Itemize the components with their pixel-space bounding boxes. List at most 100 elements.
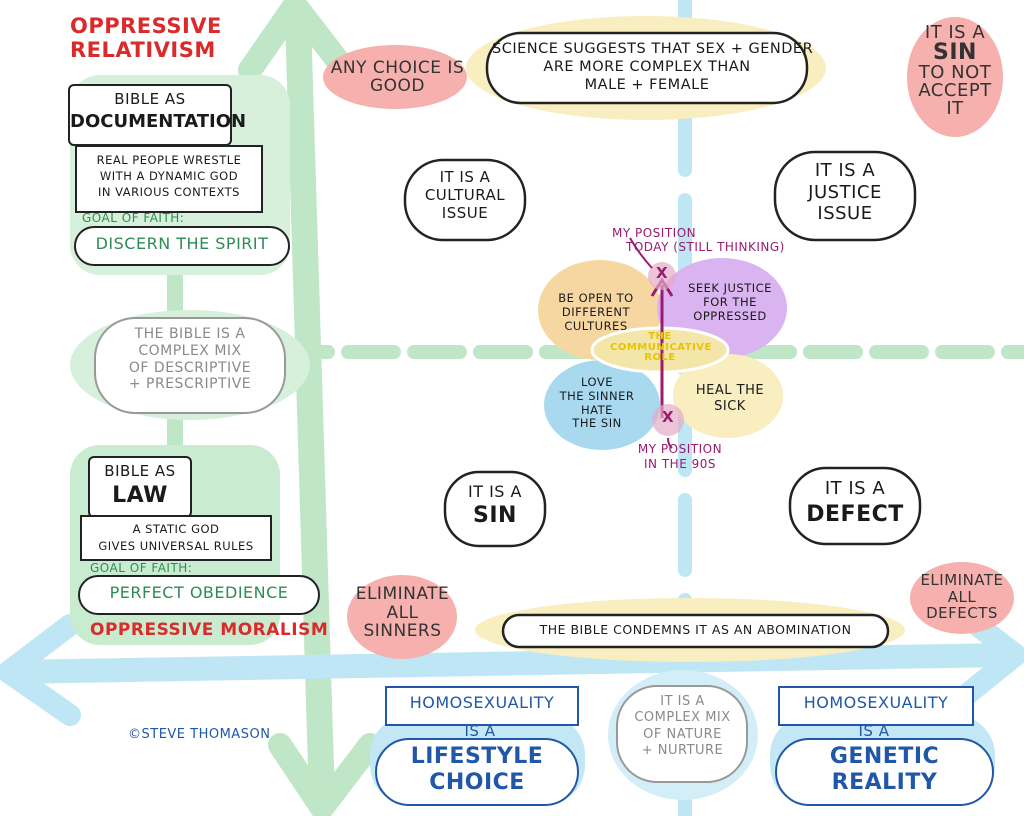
blue-arrow-left-head	[0, 614, 81, 726]
left-mid-cloud	[94, 317, 286, 414]
law-body: A STATIC GOD GIVES UNIVERSAL RULES	[82, 521, 270, 554]
genetic-heading-line: IS A	[858, 722, 890, 740]
quadrant-line: ISSUE	[817, 203, 873, 225]
quadrant-line: DEFECT	[806, 501, 904, 527]
grey-line: OF NATURE	[643, 726, 722, 742]
eliminate-all-sinners: ELIMINATE ALL SINNERS	[345, 585, 460, 641]
cultural-issue-label: IT IS A CULTURAL ISSUE	[408, 168, 522, 222]
purple-line: MY POSITION	[637, 442, 723, 456]
grey-line: + PRESCRIPTIVE	[128, 376, 252, 393]
grey-line: COMPLEX MIX	[138, 342, 242, 359]
nineties-position-label: MY POSITION IN THE 90s	[625, 442, 735, 472]
be-open-label: BE OPEN TO DIFFERENT CULTURES	[546, 291, 646, 333]
grey-line: COMPLEX MIX	[634, 710, 731, 726]
center-line: THE SIN	[572, 416, 622, 431]
title-line: RELATIVISM	[70, 38, 216, 63]
quadrant-line: IT IS A	[824, 478, 886, 499]
corner-line: ALL	[947, 587, 977, 606]
role-line: COMMUNICATIVE	[610, 341, 712, 353]
role-line: THE	[648, 331, 672, 342]
justice-cloud	[773, 150, 917, 242]
nineties-leader-line	[667, 437, 673, 449]
body-line: A STATIC GOD	[132, 522, 220, 536]
oppressive-moralism-title: OPPRESSIVE MORALISM	[90, 620, 329, 640]
science-pill	[485, 31, 809, 105]
corner-line: ALL	[386, 602, 419, 623]
corner-line: ELIMINATE	[920, 571, 1004, 589]
center-role-halo	[590, 326, 730, 374]
corner-line: SINNERS	[363, 621, 442, 642]
corner-line: DEFECTS	[926, 604, 998, 622]
center-line: SICK	[714, 398, 746, 414]
quadrant-line: SIN	[473, 503, 517, 528]
green-arrow-shaft	[285, 7, 335, 813]
corner-line: TO NOT	[918, 62, 992, 83]
any-choice-is-good: ANY CHOICE IS GOOD	[330, 59, 465, 96]
law-body-box: A STATIC GOD GIVES UNIVERSAL RULES	[80, 515, 272, 561]
center-line: HATE	[581, 402, 613, 417]
today-position-label: MY POSITION TODAY (STILL THINKING)	[612, 226, 785, 255]
cloud-line: CHOICE	[429, 770, 525, 796]
today-position-dot	[648, 262, 676, 290]
purple-line: MY POSITION	[612, 226, 697, 240]
center-yellow-blob	[673, 354, 783, 438]
grey-line: THE BIBLE IS A	[134, 326, 246, 342]
green-arrow-bottom-head	[268, 733, 382, 816]
bottom-left-red-blob	[347, 575, 457, 659]
genetic-reality-text: GENETIC REALITY	[777, 744, 992, 797]
defect-label: IT IS A DEFECT	[793, 478, 917, 528]
documentation-heading-line: BIBLE AS	[114, 90, 186, 108]
corner-line: IT	[946, 98, 964, 119]
seek-justice-label: SEEK JUSTICE FOR THE OPPRESSED	[680, 281, 780, 323]
nature-nurture-text: IT IS A COMPLEX MIX OF NATURE + NURTURE	[620, 694, 745, 759]
sin-to-not-accept: IT IS A SIN TO NOT ACCEPT IT	[910, 24, 1000, 118]
center-line: OPPRESSED	[693, 308, 767, 323]
law-goal: PERFECT OBEDIENCE	[109, 583, 289, 602]
corner-line: IT IS A	[924, 22, 986, 43]
lifestyle-heading-line: IS A	[464, 722, 496, 740]
grey-line: OF DESCRIPTIVE	[128, 359, 252, 376]
center-line: FOR THE	[703, 294, 757, 309]
law-heading-line: LAW	[112, 483, 168, 508]
center-line: SEEK JUSTICE	[688, 281, 772, 295]
quadrant-line: JUSTICE	[808, 181, 882, 203]
center-line: DIFFERENT	[561, 304, 631, 319]
top-right-red-blob	[907, 17, 1003, 137]
sin-label: IT IS A SIN	[448, 482, 542, 530]
law-goal-cloud: PERFECT OBEDIENCE	[78, 575, 320, 615]
green-arrow-top-head	[238, 0, 357, 82]
sin-cloud	[443, 470, 547, 548]
corner-line: SIN	[933, 40, 977, 65]
body-line: GIVES UNIVERSAL RULES	[98, 538, 254, 553]
body-line: WITH A DYNAMIC GOD	[99, 169, 239, 184]
top-left-red-blob	[323, 45, 467, 109]
documentation-goal-label: GOAL OF FAITH:	[82, 211, 185, 225]
communicative-role-label: THE COMMUNICATIVE ROLE	[610, 331, 712, 364]
oppressive-relativism-title: OPPRESSIVE RELATIVISM	[70, 14, 222, 62]
axis-line: SCIENCE SUGGESTS THAT SEX + GENDER	[492, 41, 814, 57]
documentation-body-box: REAL PEOPLE WRESTLE WITH A DYNAMIC GOD I…	[75, 145, 263, 213]
science-suggests-text: SCIENCE SUGGESTS THAT SEX + GENDER ARE M…	[492, 40, 814, 94]
quadrant-line: IT IS A	[439, 168, 491, 186]
genetic-heading-box: HOMOSEXUALITY	[778, 686, 974, 726]
documentation-heading-box: BIBLE AS DOCUMENTATION	[68, 84, 246, 146]
purple-line: IN THE 90s	[644, 457, 716, 471]
center-line: CULTURES	[564, 318, 628, 333]
lifestyle-cloud: LIFESTYLE CHOICE	[375, 738, 579, 806]
heal-sick-label: HEAL THE SICK	[690, 383, 770, 414]
defect-cloud	[788, 466, 922, 546]
cultural-cloud	[403, 158, 527, 242]
credit-signature: ©STEVE THOMASON	[128, 727, 271, 742]
cloud-line: GENETIC	[829, 744, 940, 769]
corner-line: ELIMINATE	[355, 584, 450, 604]
cloud-line: LIFESTYLE	[410, 744, 544, 769]
axis-line: ARE MORE COMPLEX THAN	[543, 59, 751, 76]
center-line: HEAL THE	[695, 383, 765, 398]
genetic-cloud: GENETIC REALITY	[775, 738, 994, 806]
quadrant-line: IT IS A	[814, 160, 876, 181]
genetic-heading-line: HOMOSEXUALITY	[803, 693, 949, 712]
purple-line: TODAY (STILL THINKING)	[626, 240, 785, 255]
title-line: OPPRESSIVE	[70, 14, 222, 38]
love-sinner-label: LOVE THE SINNER HATE THE SIN	[552, 375, 642, 431]
